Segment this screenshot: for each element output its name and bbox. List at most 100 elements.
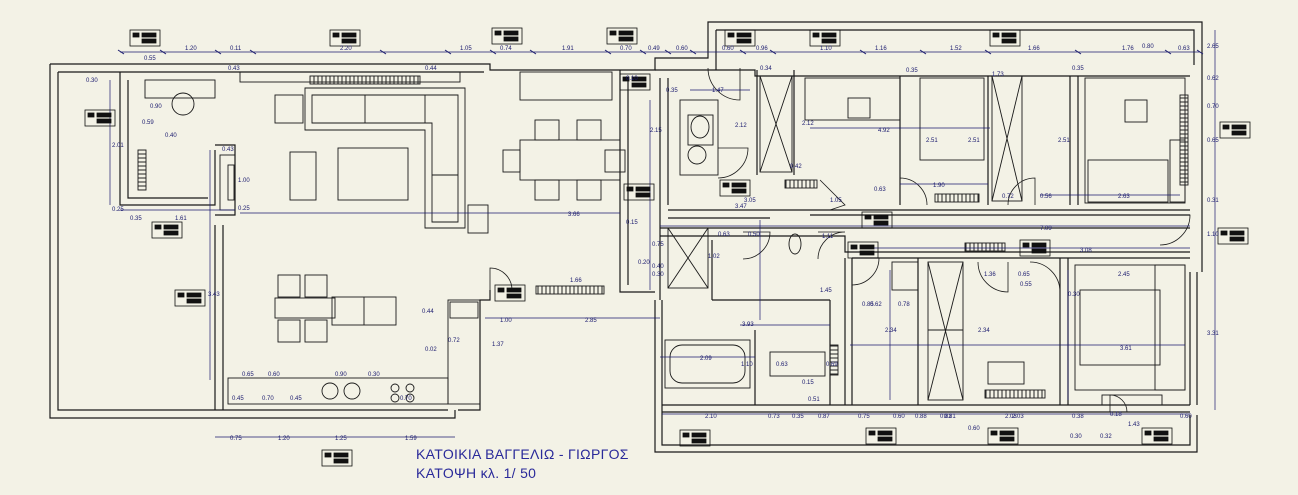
drawing-scale: ΚΑΤΟΨΗ κλ. 1/ 50 [416,465,537,481]
dim-int-46: 3.43 [208,292,220,298]
dim-int-6: 0.34 [760,66,772,72]
dim-int-4: 0.35 [666,88,678,94]
dim-top-16: 1.76 [1122,46,1134,52]
dim-br-9: 0.38 [1072,414,1084,420]
dim-int-33: 3.05 [744,198,756,204]
dim-int-24: 2.51 [926,138,938,144]
dim-br-11: 0.60 [1180,414,1192,420]
dim-int-3: 0.10 [626,76,638,82]
dim-int-60: 3.93 [742,322,754,328]
dim-int-22: 2.12 [802,121,814,127]
drawing-title: ΚΑΤΟΙΚΙΑ ΒΑΓΓΕΛΙΩ - ΓΙΩΡΓΟΣ [416,446,629,462]
dim-int-87: 0.31 [1207,198,1219,204]
dim-int-23: 4.92 [878,128,890,134]
dim-br-0: 2.10 [705,414,717,420]
dim-int-12: 0.40 [165,133,177,139]
dim-top-0: 0.55 [144,56,156,62]
dim-int-36: 1.66 [570,278,582,284]
dim-int-81: 3.31 [1207,331,1219,337]
dim-int-56: 0.85 [862,302,874,308]
dim-int-15: 0.25 [112,207,124,213]
dim-br-4: 0.75 [858,414,870,420]
dim-top-14: 1.52 [950,46,962,52]
dim-bottom-3: 1.59 [405,436,417,442]
dim-top-17: 0.63 [1178,46,1190,52]
dim-int-89: 1.73 [992,72,1004,78]
dim-int-74: 0.30 [1070,434,1082,440]
dim-int-19: 3.66 [568,212,580,218]
dim-int-84: 0.62 [1207,76,1219,82]
dim-int-11: 0.90 [150,104,162,110]
dim-int-34: 1.05 [830,198,842,204]
dim-int-38: 0.63 [718,232,730,238]
dim-top-9: 0.60 [676,46,688,52]
dim-int-86: 2.65 [1207,44,1219,50]
dim-bottom-2: 1.25 [335,436,347,442]
dim-int-9: 2.01 [112,143,124,149]
dim-top-2: 0.11 [230,46,242,52]
walls [49,21,1203,453]
dim-int-67: 0.70 [262,396,274,402]
dim-int-93: 0.20 [638,260,650,266]
dim-int-95: 1.45 [820,288,832,294]
dim-int-13: 0.43 [222,147,234,153]
dim-int-61: 2.09 [700,356,712,362]
dim-top-10: 0.60 [722,46,734,52]
dim-int-10: 0.59 [142,120,154,126]
dim-br-10: 0.18 [1110,412,1122,418]
dim-top-4: 1.05 [460,46,472,52]
dim-int-25: 2.51 [968,138,980,144]
dimension-lines [109,30,1216,438]
dim-int-58: 2.34 [978,328,990,334]
dim-br-1: 0.73 [768,414,780,420]
dim-int-75: 0.32 [1100,434,1112,440]
dim-int-63: 0.69 [826,362,838,368]
dim-int-8: 0.35 [1072,66,1084,72]
dim-int-29: 0.56 [1040,194,1052,200]
dim-int-55: 0.78 [898,302,910,308]
dim-int-65: 0.51 [808,397,820,403]
dim-top-6: 1.91 [562,46,574,52]
dim-int-41: 7.09 [1040,226,1052,232]
dim-int-17: 0.35 [130,216,142,222]
dim-int-37: 3.47 [735,204,747,210]
dim-int-26: 2.51 [1058,138,1070,144]
dim-int-45: 2.45 [1118,272,1130,278]
dim-int-50: 0.72 [448,338,460,344]
dim-top-7: 0.70 [620,46,632,52]
dim-top-1: 1.20 [185,46,197,52]
dim-int-1: 0.43 [228,66,240,72]
dim-int-88: 0.70 [1207,104,1219,110]
dim-int-27: 1.90 [933,183,945,189]
dim-top-15: 1.66 [1028,46,1040,52]
dim-int-90: 0.55 [1020,282,1032,288]
dim-int-91: 0.40 [652,264,664,270]
dim-int-18: 1.61 [175,216,187,222]
dim-top-5: 0.74 [500,46,512,52]
dim-int-44: 1.36 [984,272,996,278]
dim-br-2: 0.35 [792,414,804,420]
dim-int-20: 2.15 [650,128,662,134]
dim-bottom-1: 1.20 [278,436,290,442]
dim-int-69: 0.45 [290,396,302,402]
dim-br-12: 1.43 [1128,422,1140,428]
dim-int-32: 0.42 [790,164,802,170]
dim-int-78: 0.81 [944,414,956,420]
dim-br-3: 0.87 [818,414,830,420]
dim-br-8: 2.03 [1005,414,1017,420]
dim-int-0: 0.30 [86,78,98,84]
dim-int-47: 1.00 [500,318,512,324]
dim-int-52: 0.02 [425,347,437,353]
furniture [137,71,1189,406]
dim-int-39: 0.50 [748,232,760,238]
dim-int-62: 1.10 [741,362,753,368]
dim-int-16: 0.25 [238,206,250,212]
dim-int-21: 2.12 [735,123,747,129]
dim-top-13: 1.16 [875,46,887,52]
dim-int-76: 0.65 [1018,272,1030,278]
dim-int-35: 0.15 [626,220,638,226]
dim-int-59: 3.61 [1120,346,1132,352]
dim-int-92: 0.75 [652,242,664,248]
dim-int-7: 0.35 [906,68,918,74]
